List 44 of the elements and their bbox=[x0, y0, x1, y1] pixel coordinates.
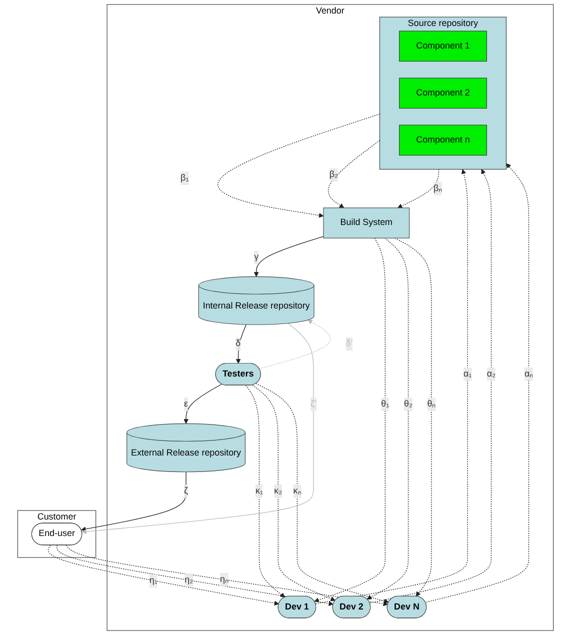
arrow bbox=[254, 236, 324, 277]
edge-label: β₂ bbox=[329, 170, 338, 180]
arrow bbox=[398, 168, 440, 208]
edge-label: κ₂ bbox=[274, 486, 282, 496]
arrow bbox=[252, 384, 336, 602]
edge-label: κₙ bbox=[293, 486, 302, 496]
arrow bbox=[236, 324, 247, 364]
edge-label: β₁ bbox=[180, 173, 189, 183]
edge-label: η₂ bbox=[184, 575, 194, 585]
arrow bbox=[56, 544, 334, 606]
arrow bbox=[258, 320, 331, 370]
arrow bbox=[314, 238, 386, 602]
arrow bbox=[370, 169, 492, 604]
arrow bbox=[184, 384, 222, 424]
arrow bbox=[246, 385, 286, 598]
edge-label: κ₁ bbox=[255, 486, 263, 496]
edge-label: αₙ bbox=[524, 369, 534, 379]
arrow bbox=[66, 544, 388, 606]
arrow bbox=[48, 544, 280, 606]
node-box: Component 1 bbox=[399, 30, 487, 62]
arrow bbox=[315, 169, 468, 604]
edge-label: δ bbox=[236, 338, 241, 348]
edge-label: η₁ bbox=[149, 576, 158, 586]
edge-label: θ₁ bbox=[381, 399, 390, 409]
arrow bbox=[394, 238, 432, 597]
arrow bbox=[218, 114, 380, 218]
arrow bbox=[426, 163, 530, 602]
arrow bbox=[81, 472, 186, 532]
edge-label: βₙ bbox=[434, 184, 442, 194]
node-box: Build System bbox=[323, 208, 410, 238]
arrow bbox=[366, 238, 409, 600]
edge-label: θₙ bbox=[427, 399, 436, 409]
arrow bbox=[328, 140, 380, 208]
arrow bbox=[256, 383, 389, 604]
node-box: Component n bbox=[399, 124, 487, 156]
edge-label: ζ bbox=[184, 486, 188, 496]
edge-label: α₁ bbox=[463, 369, 472, 379]
node-box: Component 2 bbox=[399, 78, 487, 109]
edge-label: γ bbox=[254, 252, 259, 262]
edge-label: ε bbox=[184, 399, 188, 409]
edge-label: ηₙ bbox=[220, 574, 228, 584]
edge-label: α₂ bbox=[486, 369, 496, 379]
edge-label: θ₂ bbox=[404, 399, 412, 409]
arrow bbox=[82, 322, 314, 534]
